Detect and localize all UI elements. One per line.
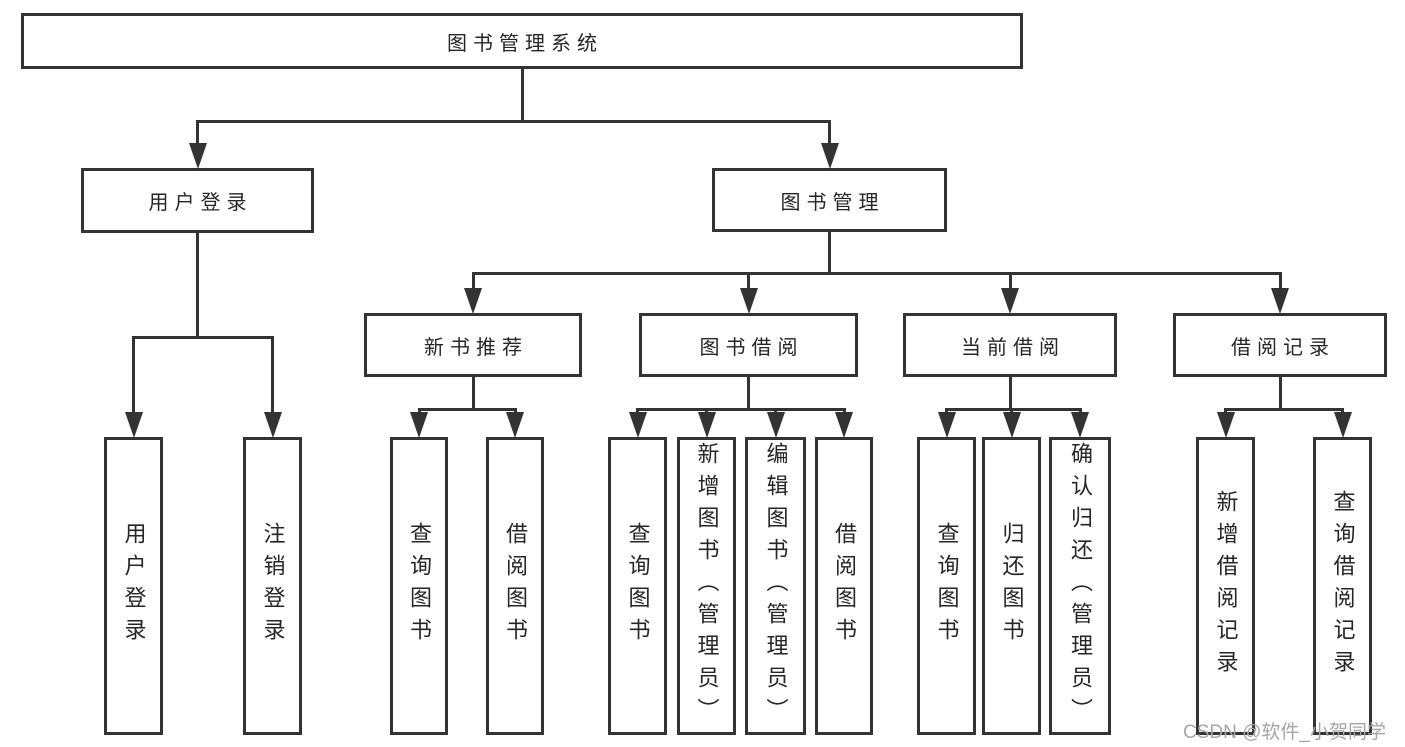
connector-arrowhead-down: [1216, 412, 1235, 438]
csdn-watermark: CSDN @软件_小贺同学: [1183, 722, 1386, 743]
node-label-v-user-login: 用户登录: [121, 522, 147, 650]
connector-line: [271, 336, 274, 413]
connector-line: [196, 120, 199, 144]
connector-arrowhead-down: [188, 143, 207, 169]
connector-arrowhead-down: [628, 412, 647, 438]
node-label-v-borrow-book-1: 借阅图书: [503, 522, 528, 650]
node-label-v-query-book-3: 查询图书: [934, 522, 960, 650]
node-v-borrow-book-2: 借阅图书: [815, 437, 873, 735]
node-label-v-logout: 注销登录: [260, 522, 286, 650]
connector-arrowhead-down: [410, 412, 428, 438]
connector-line: [1224, 408, 1227, 413]
connector-arrowhead-down: [1002, 412, 1021, 438]
node-borrow-record: 借阅记录: [1173, 313, 1387, 377]
connector-arrowhead-down: [464, 288, 482, 314]
connector-arrowhead-down: [1271, 288, 1289, 314]
node-v-user-login: 用户登录: [104, 437, 163, 735]
node-label-borrow-record: 借阅记录: [1231, 336, 1335, 359]
connector-line: [945, 408, 1082, 411]
node-new-book-rec: 新书推荐: [364, 313, 582, 377]
node-label-v-borrow-book-2: 借阅图书: [832, 522, 857, 650]
connector-line: [417, 408, 421, 413]
node-label-v-confirm-return: 确认归还（管理员）: [1068, 442, 1093, 730]
connector-arrowhead-down: [1071, 412, 1089, 438]
connector-arrowhead-down: [937, 412, 956, 438]
node-v-edit-book: 编辑图书（管理员）: [745, 437, 806, 735]
node-label-v-query-book-2: 查询图书: [625, 522, 651, 650]
node-v-query-book-2: 查询图书: [608, 437, 667, 735]
connector-arrowhead-down: [766, 412, 785, 438]
connector-line: [636, 408, 639, 413]
node-v-confirm-return: 确认归还（管理员）: [1049, 437, 1111, 735]
node-v-add-book: 新增图书（管理员）: [677, 437, 736, 735]
connector-line: [471, 272, 475, 289]
node-label-v-add-record: 新增借阅记录: [1213, 490, 1239, 682]
connector-line: [828, 120, 831, 144]
connector-line: [774, 408, 777, 413]
node-v-return-book: 归还图书: [982, 437, 1041, 735]
node-label-v-query-record: 查询借阅记录: [1330, 490, 1356, 682]
connector-line: [417, 408, 517, 411]
node-label-book-borrow: 图书借阅: [699, 336, 804, 359]
connector-arrowhead-down: [697, 412, 716, 438]
connector-arrowhead-down: [263, 412, 282, 438]
connector-line: [196, 233, 199, 339]
connector-line: [471, 377, 475, 411]
connector-line: [747, 272, 750, 289]
node-label-v-edit-book: 编辑图书（管理员）: [763, 442, 789, 730]
node-user-login: 用户登录: [81, 168, 314, 233]
node-book-borrow: 图书借阅: [639, 313, 858, 377]
connector-line: [1010, 408, 1013, 413]
node-root: 图书管理系统: [21, 13, 1023, 69]
connector-line: [196, 120, 831, 123]
node-label-current-borrow: 当前借阅: [961, 336, 1065, 359]
node-label-user-login: 用户登录: [148, 192, 253, 214]
connector-line: [1224, 408, 1344, 411]
connector-line: [705, 408, 708, 413]
node-current-borrow: 当前借阅: [903, 313, 1117, 377]
node-v-logout: 注销登录: [243, 437, 302, 735]
connector-line: [1008, 377, 1012, 411]
connector-line: [1278, 377, 1282, 411]
connector-line: [1278, 272, 1282, 289]
connector-arrowhead-down: [1001, 288, 1019, 314]
connector-line: [471, 272, 1282, 275]
connector-line: [1078, 408, 1082, 413]
connector-line: [636, 408, 846, 411]
node-label-v-query-book-1: 查询图书: [407, 522, 432, 650]
node-v-query-record: 查询借阅记录: [1313, 437, 1372, 735]
node-book-mgmt: 图书管理: [712, 168, 947, 232]
connector-line: [945, 408, 948, 413]
connector-arrowhead-down: [820, 143, 839, 169]
node-label-root: 图书管理系统: [447, 32, 603, 55]
node-v-query-book-1: 查询图书: [390, 437, 448, 735]
connector-line: [828, 232, 831, 275]
connector-line: [1008, 272, 1012, 289]
connector-line: [132, 336, 135, 413]
connector-line: [842, 408, 846, 413]
connector-arrowhead-down: [739, 288, 758, 314]
connector-line: [1341, 408, 1344, 413]
connector-arrowhead-down: [1333, 412, 1352, 438]
node-label-v-add-book: 新增图书（管理员）: [694, 442, 720, 730]
connector-arrowhead-down: [835, 412, 853, 438]
node-label-new-book-rec: 新书推荐: [424, 336, 528, 359]
node-v-borrow-book-1: 借阅图书: [486, 437, 544, 735]
connector-line: [747, 377, 750, 411]
connector-line: [513, 408, 517, 413]
node-label-v-return-book: 归还图书: [999, 522, 1025, 650]
connector-arrowhead-down: [506, 412, 524, 438]
node-label-book-mgmt: 图书管理: [780, 191, 885, 214]
node-v-add-record: 新增借阅记录: [1196, 437, 1255, 735]
connector-line: [132, 336, 274, 339]
connector-line: [520, 69, 524, 123]
connector-arrowhead-down: [124, 412, 143, 438]
node-v-query-book-3: 查询图书: [917, 437, 976, 735]
